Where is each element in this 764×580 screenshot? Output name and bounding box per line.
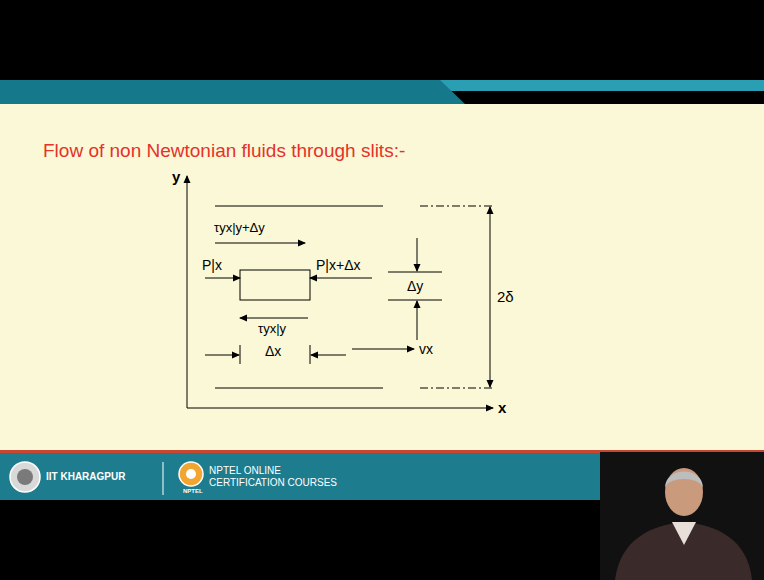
axis-label: x xyxy=(498,399,506,416)
logo-caption: NPTEL xyxy=(183,488,203,495)
course-banner: CERTIFICATION COURSES xyxy=(209,477,337,489)
dimension-label: 2δ xyxy=(497,288,514,305)
footer-separator xyxy=(163,462,164,495)
nptel-logo-core xyxy=(186,469,196,479)
dimension-label: Δy xyxy=(407,278,423,294)
course-banner: NPTEL ONLINE xyxy=(209,465,281,477)
pressure-label: P|x xyxy=(202,257,222,273)
header-band xyxy=(0,80,465,104)
nptel-logo xyxy=(179,462,203,486)
shear-stress-label: τyx|y xyxy=(258,322,286,337)
shear-stress-label: τyx|y+Δy xyxy=(214,221,265,236)
iit-logo-core xyxy=(17,469,33,485)
iit-logo xyxy=(10,462,40,492)
pressure-label: P|x+Δx xyxy=(316,257,361,273)
slit-diagram xyxy=(187,176,494,408)
slide-title: Flow of non Newtonian fluids through sli… xyxy=(43,140,405,162)
institute-name: IIT KHARAGPUR xyxy=(46,471,125,483)
presenter-video xyxy=(600,452,764,580)
slide-ground xyxy=(0,104,764,450)
dimension-label: Δx xyxy=(265,343,281,359)
velocity-label: vx xyxy=(419,341,433,357)
axis-label: y xyxy=(172,168,180,185)
